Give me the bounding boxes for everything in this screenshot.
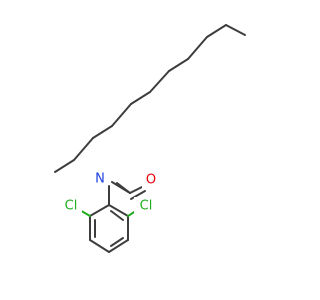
ring-bond-1 xyxy=(89,204,110,217)
bond-carbonyl-o-a xyxy=(129,185,145,194)
alkyl-chain xyxy=(54,24,246,173)
atom-labels: N O Cl Cl xyxy=(58,170,158,215)
bond-c3-c4 xyxy=(187,36,208,60)
benzene-ring xyxy=(77,185,140,253)
bond-c2-c3 xyxy=(206,24,227,38)
bond-carbonyl-n xyxy=(116,182,131,194)
ring-bond-4 xyxy=(108,239,129,253)
nitrogen-label-bg xyxy=(92,170,108,188)
chlorine-left-label: Cl xyxy=(65,199,78,214)
bond-c8-c9 xyxy=(92,125,113,139)
bond-c1-c2 xyxy=(225,24,246,36)
oxygen-label: O xyxy=(146,173,156,188)
bond-c10-carbonyl xyxy=(54,159,75,173)
bond-c7-c8 xyxy=(111,103,132,127)
ring-double-3 xyxy=(110,210,124,221)
oxygen-label-bg xyxy=(142,172,158,190)
bond-c5-c6 xyxy=(149,70,170,93)
chlorine-right-label-bg xyxy=(134,197,158,215)
ring-bond-6 xyxy=(108,204,129,217)
ring-double-2 xyxy=(110,237,124,247)
bond-carbonyl-o-b xyxy=(130,190,146,200)
bond-c6-c7 xyxy=(130,91,151,105)
molecule-structure-diagram: N O Cl Cl xyxy=(54,24,246,253)
nitrogen-label: N xyxy=(95,172,105,187)
amide-group xyxy=(111,181,146,200)
chlorine-left-label-bg xyxy=(58,197,82,215)
bond-c4-c5 xyxy=(168,58,189,72)
ring-bond-3 xyxy=(89,239,110,253)
chlorine-right-label: Cl xyxy=(140,199,153,214)
bond-c9-c10 xyxy=(73,137,94,161)
